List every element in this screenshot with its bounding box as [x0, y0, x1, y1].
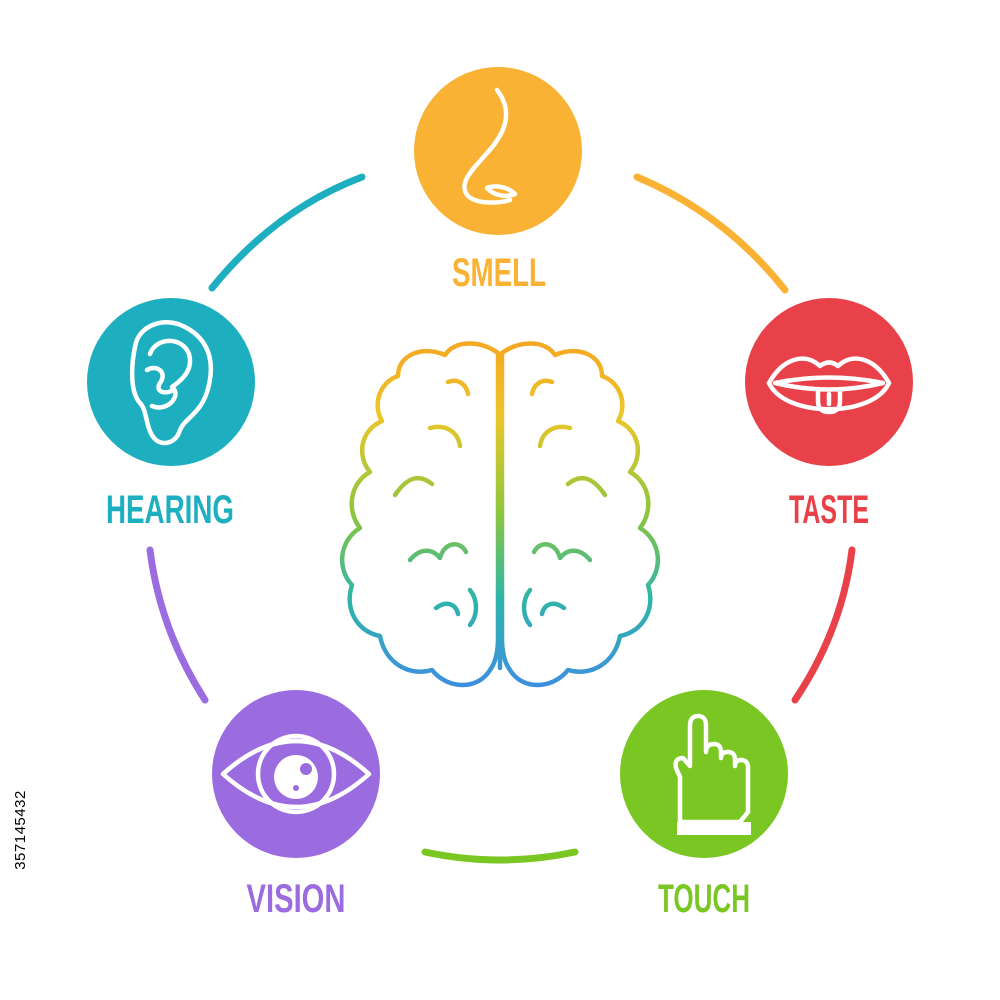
- nose-icon: [462, 87, 518, 205]
- arc-hearing-smell: [208, 173, 366, 292]
- taste-circle: [745, 298, 913, 466]
- brain-icon: [339, 341, 661, 688]
- touch-label: TOUCH: [658, 877, 750, 921]
- sense-taste: TASTE: [745, 298, 913, 532]
- pupil-dot: [293, 785, 299, 791]
- mouth-icon: [766, 356, 892, 415]
- sense-touch: TOUCH: [620, 690, 788, 921]
- sense-smell: SMELL: [414, 67, 582, 295]
- hand-icon: [673, 713, 751, 835]
- arc-smell-taste: [633, 173, 789, 294]
- arc-taste-touch: [791, 546, 856, 704]
- sense-vision: VISION: [212, 690, 380, 921]
- vision-label: VISION: [247, 877, 346, 921]
- arc-vision-hearing: [146, 546, 209, 704]
- arc-touch-vision: [421, 848, 579, 864]
- hearing-label: HEARING: [106, 488, 234, 532]
- pupil-glint: [300, 763, 312, 775]
- ear-icon: [129, 320, 214, 446]
- hearing-circle: [87, 298, 255, 466]
- smell-circle: [414, 67, 582, 235]
- taste-label: TASTE: [789, 488, 869, 532]
- smell-label: SMELL: [452, 251, 546, 295]
- sense-hearing: HEARING: [87, 298, 255, 532]
- connector-arcs: [146, 173, 856, 864]
- stock-id-text: 357145432: [12, 790, 29, 870]
- eye-icon: [220, 733, 372, 815]
